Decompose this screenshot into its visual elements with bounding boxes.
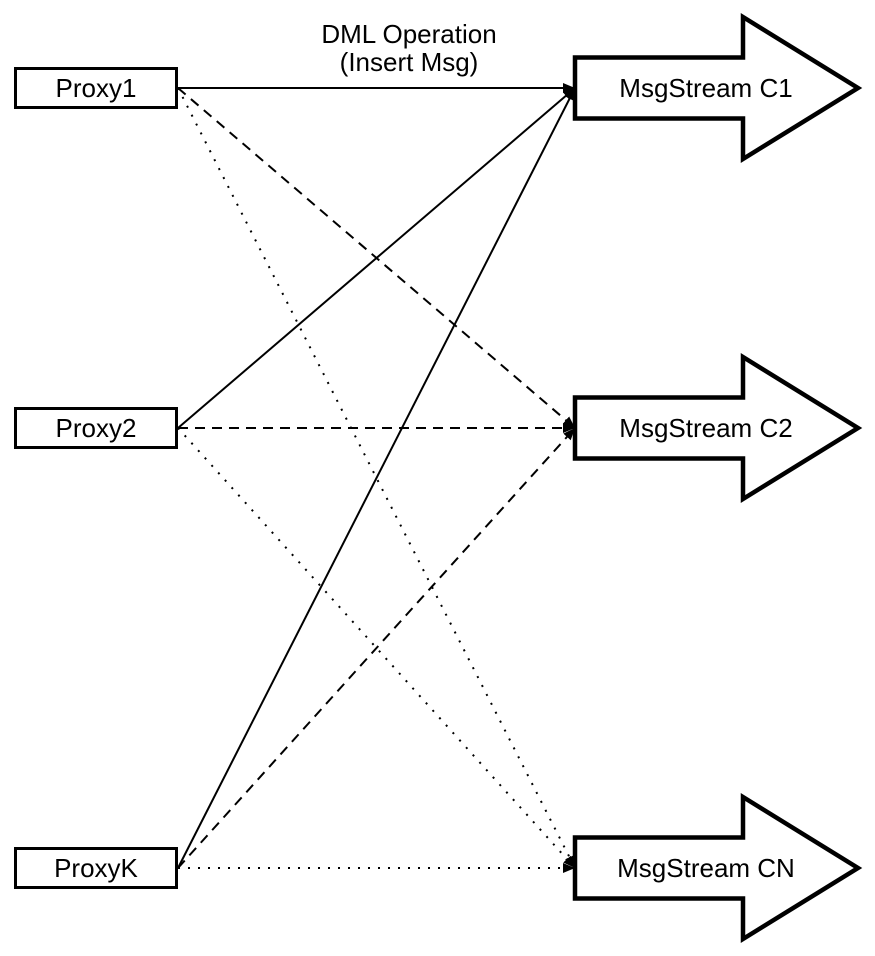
- msgstream-c1-label: MsgStream C1: [619, 72, 793, 103]
- proxyK-node: ProxyK: [14, 847, 178, 889]
- msgstream-arrow-cn: [572, 792, 863, 944]
- diagram-title: DML Operation (Insert Msg): [259, 20, 559, 76]
- msgstream-cn-label: MsgStream CN: [617, 852, 795, 883]
- msgstream-arrow-group: [572, 12, 863, 944]
- msgstream-arrow-c1: [572, 12, 863, 164]
- edge-proxy1-c2: [177, 87, 576, 429]
- msgstream-arrow-c2: [572, 352, 863, 504]
- diagram-title-line2: (Insert Msg): [339, 47, 479, 77]
- proxy1-label: Proxy1: [55, 72, 137, 103]
- msgstream-c2-label: MsgStream C2: [619, 412, 793, 443]
- proxy2-label: Proxy2: [55, 412, 137, 443]
- edge-proxyK-c1: [177, 87, 576, 869]
- edge-proxyK-c2: [177, 427, 576, 869]
- proxyK-label: ProxyK: [54, 852, 138, 883]
- proxy1-node: Proxy1: [14, 67, 178, 109]
- diagram-title-line1: DML Operation: [321, 19, 497, 49]
- proxy2-node: Proxy2: [14, 407, 178, 449]
- edge-group: [177, 83, 576, 873]
